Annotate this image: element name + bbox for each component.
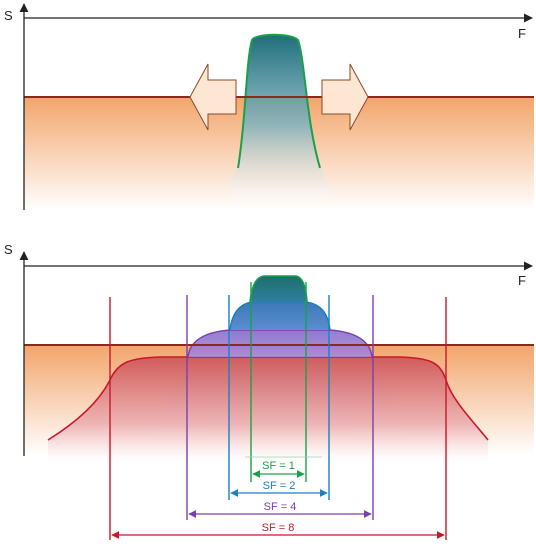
x-axis-label-bottom: F: [518, 273, 526, 288]
sf8-spectrum: [48, 357, 488, 470]
sf2-label: SF = 2: [263, 480, 296, 492]
bottom-panel: SF = 1 SF = 2 SF = 4 SF = 8 S F: [4, 242, 534, 540]
sf2-bandwidth-lines: [228, 295, 330, 500]
sf1-label: SF = 1: [262, 460, 295, 472]
sf4-label: SF = 4: [264, 501, 297, 513]
sf8-bandwidth-lines: [109, 297, 447, 540]
top-panel: S F: [4, 3, 534, 210]
x-axis-label: F: [518, 26, 526, 41]
sf4-bandwidth-lines: [186, 295, 374, 520]
y-axis-label-bottom: S: [4, 242, 13, 257]
sf8-label: SF = 8: [262, 522, 295, 534]
sf1-bandwidth-lines: [250, 282, 307, 482]
y-axis-label: S: [4, 8, 13, 23]
narrowband-signal-outline: [237, 33, 321, 169]
spread-right-arrow: [321, 63, 369, 131]
sf1-spectrum: [250, 276, 307, 302]
sf1-outline: [249, 275, 308, 303]
narrowband-signal: [228, 34, 332, 200]
sf4-spectrum: [188, 330, 372, 357]
sf2-spectrum: [230, 302, 330, 330]
spread-left-arrow: [189, 63, 237, 131]
sf8-outline: [47, 356, 489, 441]
